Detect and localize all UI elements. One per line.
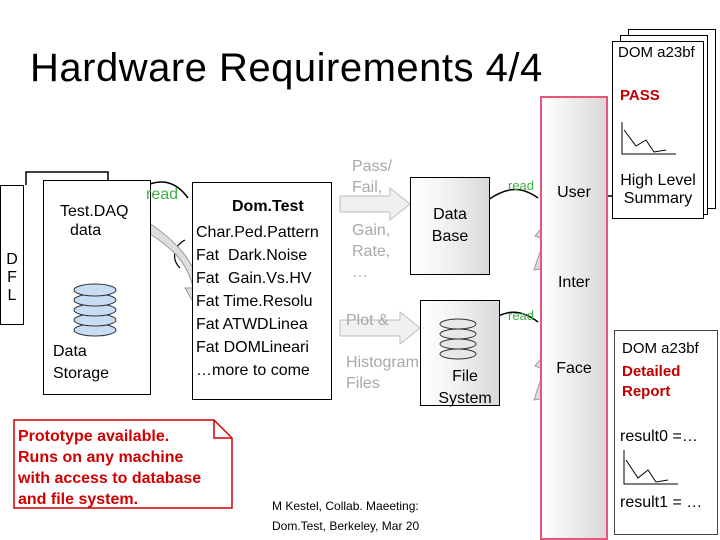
read-label-2: read (508, 178, 535, 193)
disk-icon (439, 318, 477, 360)
detailed-result1: result1 = … (620, 494, 703, 511)
domtest-row: Fat DOMLineari (196, 339, 309, 356)
detailed-report-label: Detailed Report (622, 363, 681, 400)
read-label-1: read (146, 186, 179, 203)
flow-plot: Plot & (346, 312, 389, 329)
data-storage-line1: Data (53, 343, 87, 360)
detailed-report-sheet (614, 330, 718, 535)
detailed-dom-label: DOM a23bf (622, 340, 699, 357)
flow-gain-rate: Gain, Rate, … (352, 222, 391, 281)
summary-high-level: High Level Summary (620, 172, 696, 207)
ui-face-label: Face (556, 360, 592, 377)
database-box (410, 177, 490, 275)
prototype-note: Prototype available. Runs on any machine… (18, 428, 202, 508)
flow-pass-fail: Pass/ Fail, (352, 158, 393, 196)
user-interface-column (540, 96, 608, 540)
domtest-header: Dom.Test (232, 198, 304, 215)
read-arrow-2 (487, 188, 539, 201)
domtest-row: Fat ATWDLinea (196, 316, 308, 333)
database-icon (73, 283, 117, 337)
summary-pass-label: PASS (620, 87, 660, 104)
dfl-letter-f: F (7, 269, 17, 286)
domtest-rows: Char.Ped.Pattern Fat Dark.Noise Fat Gain… (196, 224, 332, 385)
read-label-3: read (508, 308, 535, 323)
testdaq-line1: Test.DAQ (60, 203, 129, 220)
database-line2: Base (431, 228, 469, 245)
ui-user-label: User (557, 184, 591, 201)
testdaq-line2: data (70, 222, 102, 239)
file-system-line2: System (438, 390, 492, 407)
dfl-letter-d: D (6, 251, 18, 268)
data-storage-line2: Storage (53, 365, 110, 382)
detailed-result0: result0 =… (620, 428, 698, 445)
domtest-box (192, 182, 332, 400)
page-title: Hardware Requirements 4/4 (30, 46, 543, 90)
footer-credit: M Kestel, Collab. Maeeting: Dom.Test, Be… (272, 499, 420, 533)
domtest-row: Char.Ped.Pattern (196, 224, 319, 241)
summary-sheet (612, 41, 704, 219)
domtest-row: …more to come (196, 362, 310, 379)
summary-dom-label: DOM a23bf (618, 44, 695, 61)
summary-mini-plot (621, 122, 676, 155)
domtest-row: Fat Dark.Noise (196, 247, 308, 264)
dfl-letter-l: L (7, 287, 17, 304)
detailed-mini-plot (623, 450, 678, 485)
domtest-row: Fat Gain.Vs.HV (196, 270, 312, 287)
domtest-row: Fat Time.Resolu (196, 293, 313, 310)
ui-inter-label: Inter (557, 274, 590, 291)
database-line1: Data (433, 206, 467, 223)
flow-histogram: Histogram Files (346, 354, 419, 392)
dfl-box (0, 185, 24, 325)
file-system-line1: File (452, 368, 478, 385)
